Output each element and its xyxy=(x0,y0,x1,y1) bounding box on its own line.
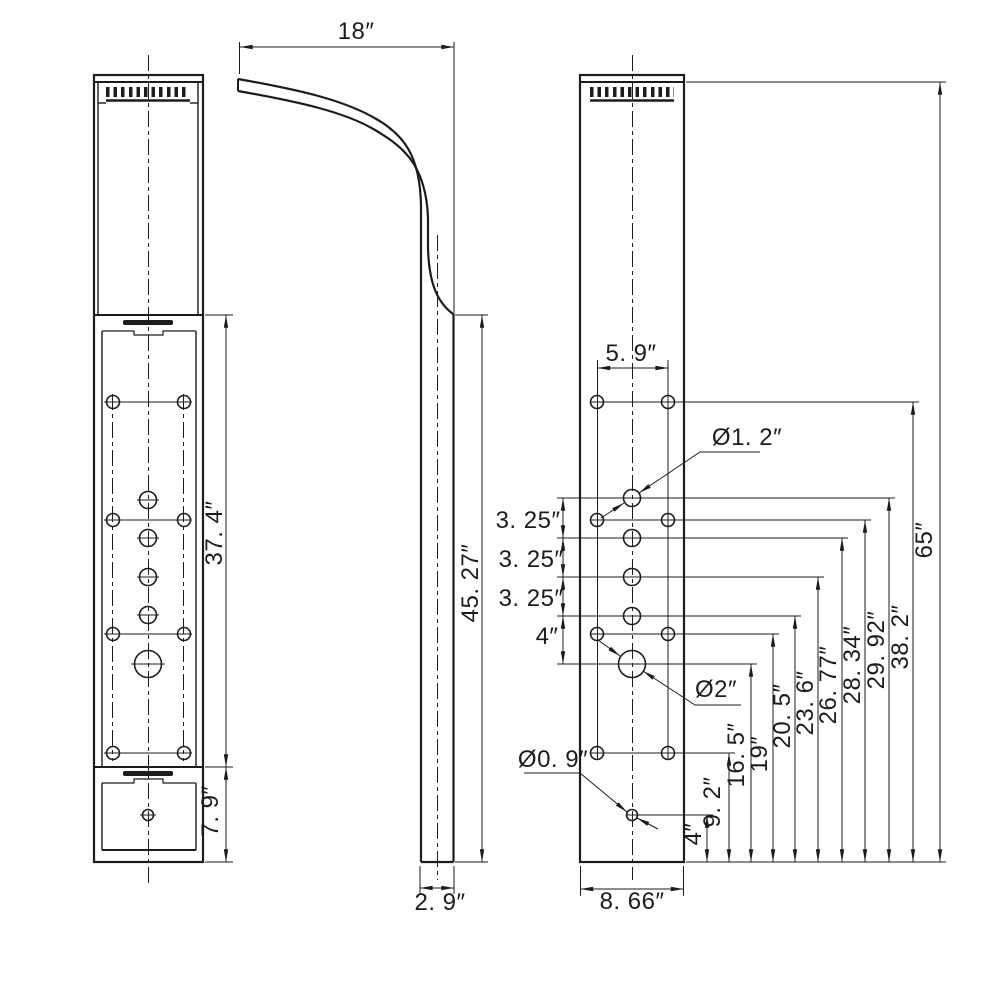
dim-label-straight-height: 45. 27″ xyxy=(457,543,484,623)
back-top-grille-slots xyxy=(590,87,674,97)
dim-label-upper-section: 37. 4″ xyxy=(201,500,228,566)
dim-label-lower-section: 7. 9″ xyxy=(197,785,224,837)
dia-label-0-9: Ø0. 9″ xyxy=(517,746,589,773)
front-lower-divider-slot xyxy=(123,771,173,776)
side-view xyxy=(237,77,455,880)
dim-label-panel-width: 8. 66″ xyxy=(599,888,665,915)
back-holes xyxy=(589,394,676,822)
back-view xyxy=(557,55,946,880)
dim-label-thickness: 2. 9″ xyxy=(414,889,466,916)
dimension-lines xyxy=(205,42,943,896)
dim-label-gap-3: 3. 25″ xyxy=(498,585,564,612)
leader-dia-2 xyxy=(642,670,741,706)
leader-dia-0-9 xyxy=(524,772,628,813)
dim-label-gap-2: 3. 25″ xyxy=(498,546,564,573)
dim-label-top-hole-spacing: 5. 9″ xyxy=(605,340,657,367)
front-holes xyxy=(105,394,192,822)
dia-label-2: Ø2″ xyxy=(694,676,738,703)
side-outer-profile xyxy=(237,77,423,862)
dia-label-1-2: Ø1. 2″ xyxy=(711,424,783,451)
dim-label-top-depth: 18″ xyxy=(337,18,375,45)
dim-label-gap-1: 3. 25″ xyxy=(495,507,561,534)
side-inner-profile xyxy=(237,89,454,315)
front-top-grille-slots xyxy=(106,87,187,97)
dim-label-h-38-2: 38. 2″ xyxy=(887,604,914,670)
front-upper-divider-slot xyxy=(123,320,173,325)
front-view xyxy=(92,55,205,885)
dim-label-gap-4: 4″ xyxy=(535,623,559,650)
dim-label-h-65: 65″ xyxy=(911,521,938,559)
leader-dia-1-2 xyxy=(638,451,760,494)
